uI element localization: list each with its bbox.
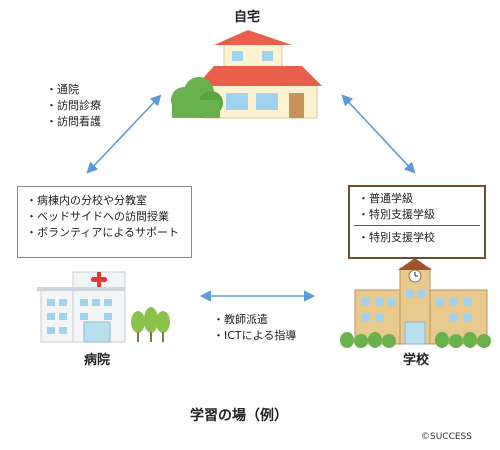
hospital-label: 病院 [84,353,111,368]
school-types-box: ・普通学級 ・特別支援学級 ・特別支援学校 [348,185,486,259]
list-item: ・特別支援学校 [358,231,435,244]
list-item: ・教師派遣 [213,313,268,326]
divider [354,225,480,226]
hospital-icon [37,271,170,343]
school-icon [340,258,491,348]
list-item: ・訪問看護 [46,115,101,128]
arrow-home-hospital [86,94,162,174]
school-label: 学校 [403,353,430,368]
diagram-caption: 学習の場（例） [190,408,288,424]
arrow-home-school [341,94,416,174]
hospital-support-box: ・病棟内の分校や分教室 ・ベッドサイドへの訪問授業 ・ボランティアによるサポート [17,186,192,258]
list-item: ・普通学級 [358,192,413,205]
copyright-text: ©SUCCESS [421,432,472,442]
list-item: ・通院 [46,83,79,96]
list-item: ・ボランティアによるサポート [26,226,180,239]
list-item: ・病棟内の分校や分教室 [26,194,147,207]
home-services-list: ・通院 ・訪問診療 ・訪問看護 [46,82,101,130]
list-item: ・ベッドサイドへの訪問授業 [26,210,169,223]
home-label: 自宅 [234,10,261,25]
hospital-school-link-list: ・教師派遣 ・ICTによる指導 [213,312,296,344]
list-item: ・訪問診療 [46,99,101,112]
list-item: ・ICTによる指導 [213,329,297,342]
list-item: ・特別支援学級 [358,208,435,221]
house-icon [171,30,322,119]
